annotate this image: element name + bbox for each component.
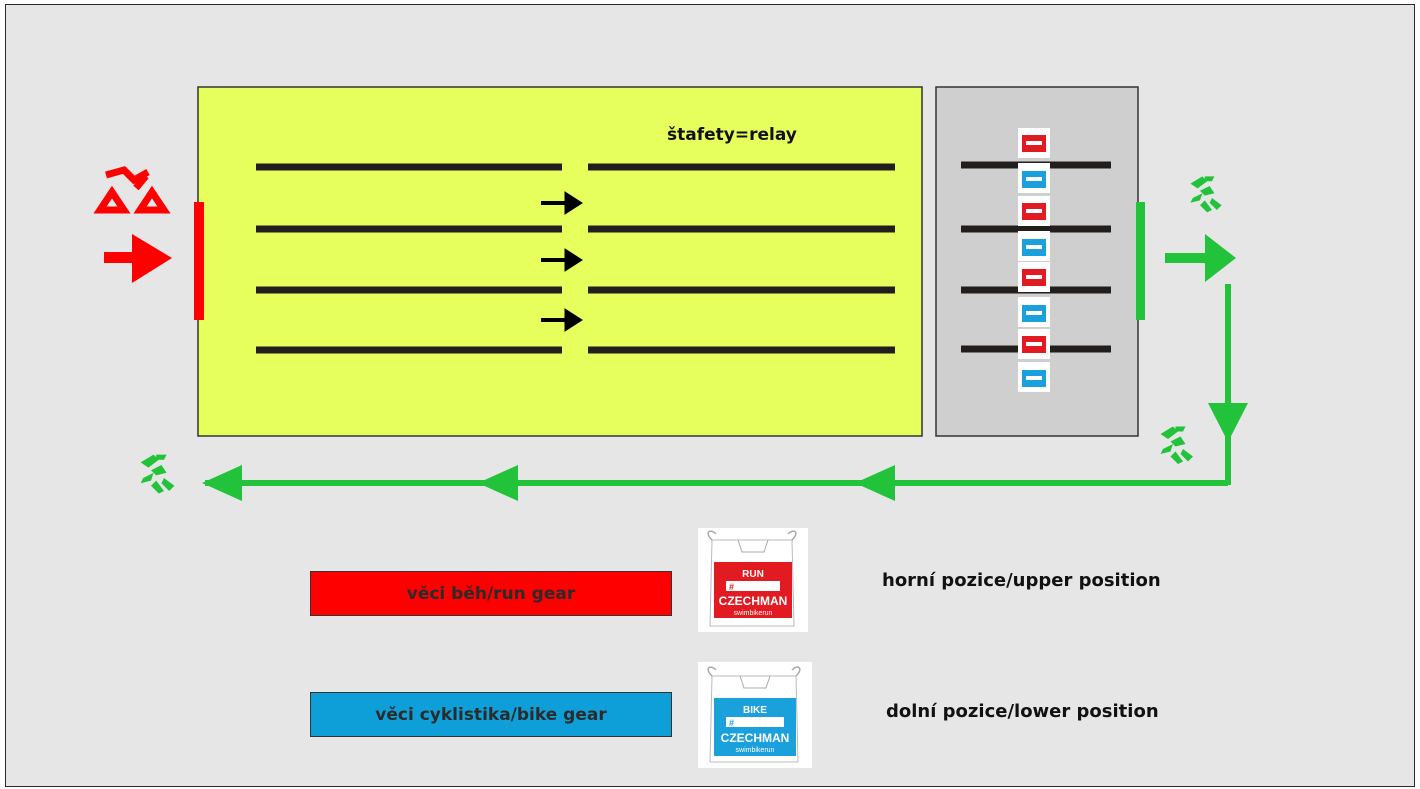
exit-arrow	[1165, 234, 1236, 282]
run-bag-small	[1018, 262, 1050, 292]
left-arrow-icon	[478, 465, 518, 501]
path-arrowheads	[202, 403, 1248, 501]
rack-bags	[1018, 128, 1050, 392]
entry-bar	[194, 202, 204, 320]
down-arrow-icon	[1208, 403, 1248, 442]
bike-bag-small	[1018, 297, 1050, 327]
bike-bag-small	[1018, 163, 1050, 193]
runner-icon	[1190, 176, 1222, 213]
runner-icon	[140, 454, 175, 494]
bike-bag-brand: CZECHMAN	[721, 731, 790, 745]
left-arrow-icon	[855, 465, 895, 501]
bike-icon	[93, 166, 171, 214]
run-bag-image: RUN # CZECHMAN swimbikerun	[698, 528, 808, 632]
exit-bar	[1136, 202, 1145, 320]
upper-position-label: horní pozice/upper position	[882, 570, 1161, 591]
bike-bag-small	[1018, 362, 1050, 392]
run-bag-small	[1018, 196, 1050, 226]
relay-arrow-icon	[541, 191, 583, 215]
relay-arrows	[541, 191, 583, 332]
run-gear-legend: věci běh/run gear	[310, 571, 672, 616]
lower-position-label: dolní pozice/lower position	[886, 701, 1159, 722]
relay-label: štafety=relay	[667, 125, 797, 145]
run-bag-small	[1018, 329, 1050, 359]
run-bag-small	[1018, 128, 1050, 158]
bike-bag-image: BIKE # CZECHMAN swimbikerun	[698, 662, 812, 768]
left-arrow-icon	[202, 465, 242, 501]
run-bag-type: RUN	[742, 569, 764, 580]
bike-bag-sub: swimbikerun	[736, 747, 775, 754]
bike-gear-label: věci cyklistika/bike gear	[375, 704, 607, 725]
bike-racks-left	[256, 163, 562, 354]
bike-racks-right	[588, 163, 895, 354]
run-gear-label: věci běh/run gear	[406, 583, 576, 604]
bike-bag-small	[1018, 231, 1050, 261]
run-bag-brand: CZECHMAN	[719, 594, 788, 608]
bike-bag-type: BIKE	[743, 705, 767, 716]
bike-gear-legend: věci cyklistika/bike gear	[310, 692, 672, 737]
runner-icon	[1160, 426, 1193, 464]
exit-path	[205, 284, 1231, 486]
entry-arrow	[104, 234, 172, 283]
run-bag-number: #	[729, 582, 734, 592]
run-bag-sub: swimbikerun	[734, 610, 773, 617]
relay-arrow-icon	[541, 248, 583, 272]
bike-bag-number: #	[729, 718, 734, 728]
relay-arrow-icon	[541, 308, 583, 332]
